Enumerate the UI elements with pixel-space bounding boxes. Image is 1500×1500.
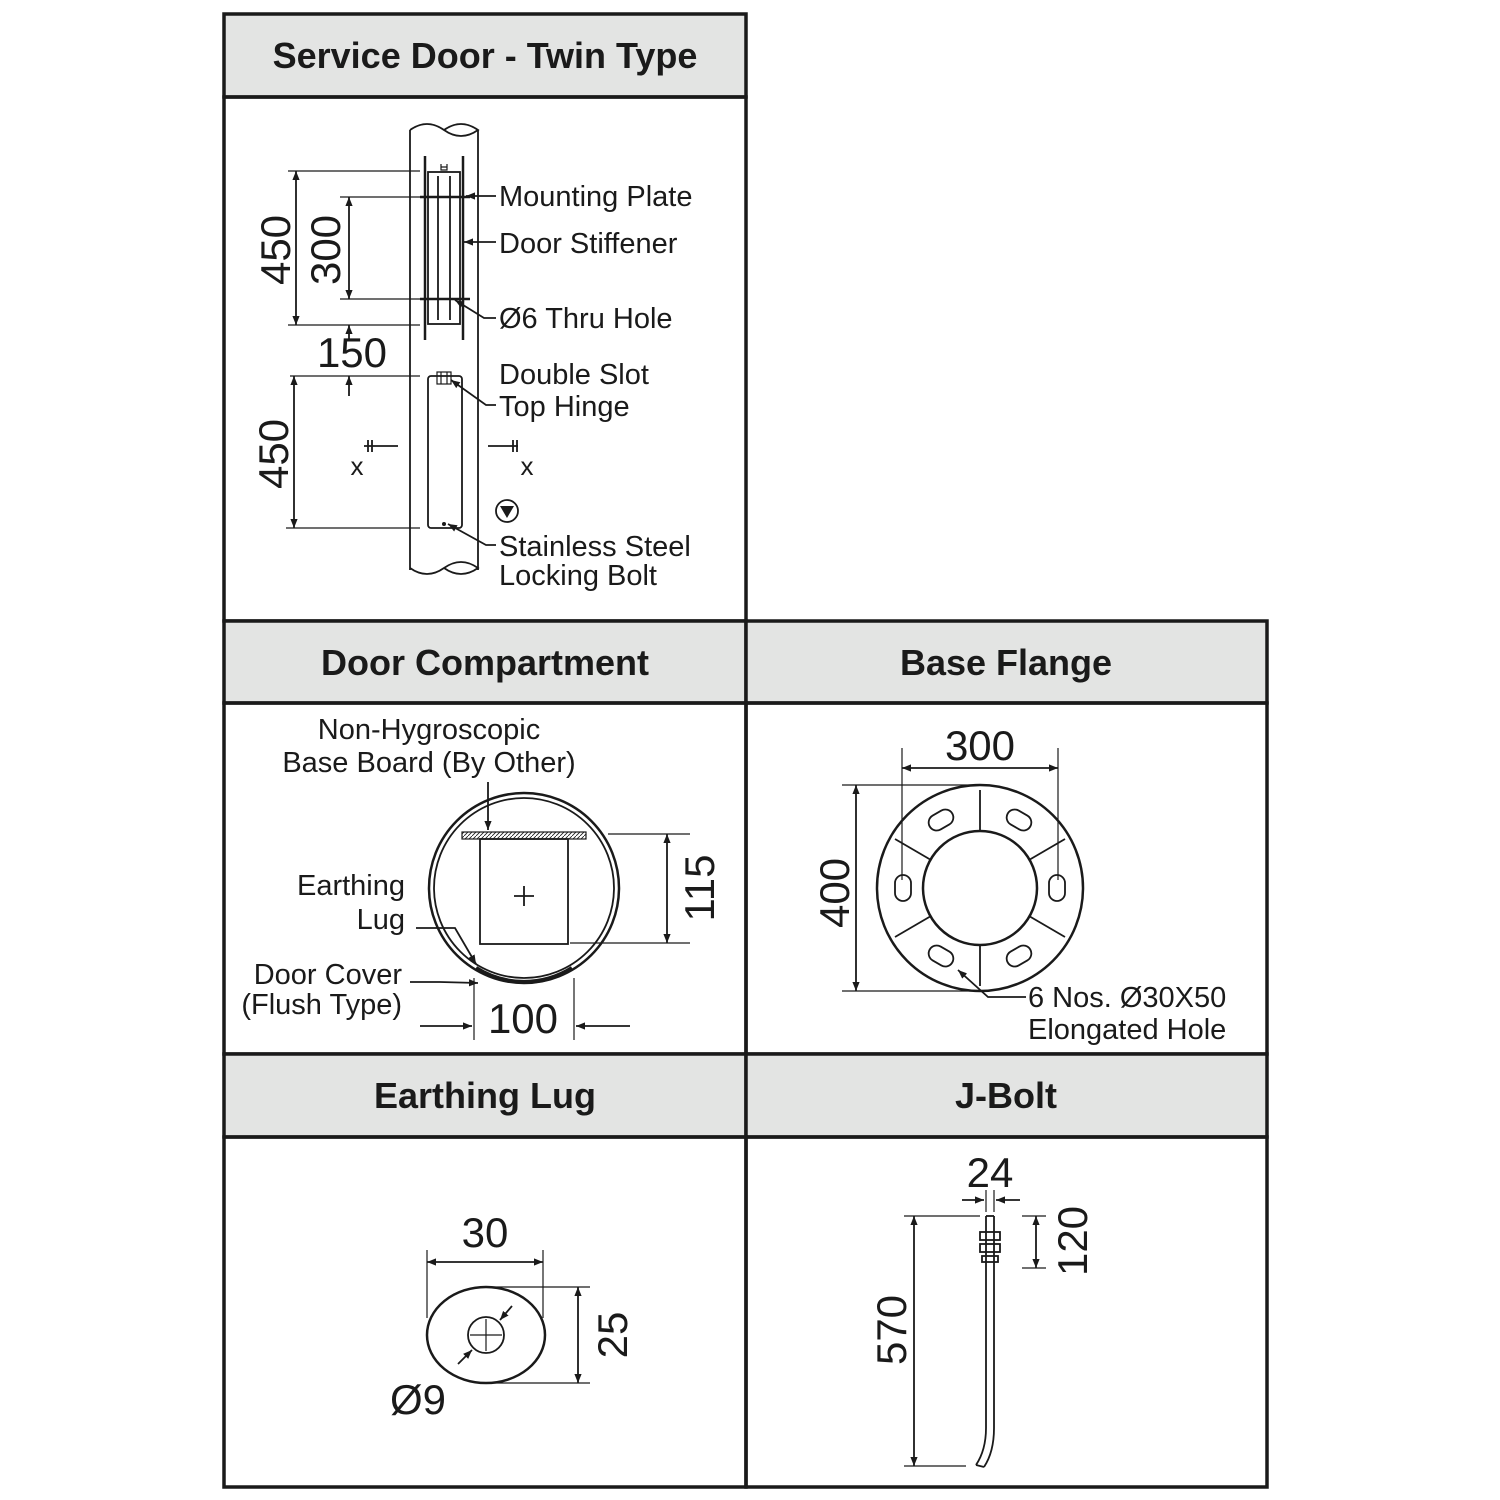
dim-bolt-thread-120: 120 (1049, 1206, 1096, 1276)
label-mounting-plate: Mounting Plate (499, 181, 692, 213)
dim-lug-hole-9: Ø9 (390, 1376, 446, 1423)
dim-hole-pcd-300: 300 (945, 722, 1015, 769)
door-compartment-drawing (410, 782, 690, 1040)
dim-height-115: 115 (676, 855, 723, 922)
j-bolt-drawing (904, 1190, 1046, 1468)
panel-frames (222, 12, 1269, 1489)
door-compartment-title: Door Compartment (321, 642, 649, 683)
dim-upper-300: 300 (302, 215, 349, 285)
label-baseboard-line2: Base Board (By Other) (282, 747, 575, 779)
label-holes-line1: 6 Nos. Ø30X50 (1028, 982, 1226, 1014)
label-door-stiffener: Door Stiffener (499, 228, 678, 260)
dim-bolt-diameter-24: 24 (967, 1149, 1014, 1196)
dim-lower-450: 450 (250, 419, 297, 489)
dim-gap-150: 150 (317, 329, 387, 376)
dim-lug-height-25: 25 (589, 1312, 636, 1359)
label-cover-line1: Door Cover (254, 959, 403, 991)
label-hinge-line2: Top Hinge (499, 391, 630, 423)
dim-lug-width-30: 30 (462, 1209, 509, 1256)
dim-upper-450: 450 (252, 215, 299, 285)
service-door-title: Service Door - Twin Type (273, 35, 698, 76)
label-holes-line2: Elongated Hole (1028, 1014, 1226, 1046)
service-door-drawing (286, 123, 519, 575)
earthing-lug-drawing (425, 1250, 590, 1385)
label-baseboard-line1: Non-Hygroscopic (318, 714, 540, 746)
label-bolt-line2: Locking Bolt (499, 560, 657, 592)
earthing-lug-title: Earthing Lug (374, 1075, 596, 1116)
dim-bolt-length-570: 570 (868, 1295, 915, 1365)
section-mark-right: x (521, 451, 534, 481)
label-lug-line2: Lug (357, 904, 405, 936)
section-mark-left: x (351, 451, 364, 481)
label-bolt-line1: Stainless Steel (499, 531, 691, 563)
label-cover-line2: (Flush Type) (241, 989, 402, 1021)
j-bolt-title: J-Bolt (955, 1075, 1057, 1116)
label-thru-hole: Ø6 Thru Hole (499, 303, 673, 335)
base-flange-title: Base Flange (900, 642, 1112, 683)
label-lug-line1: Earthing (297, 870, 405, 902)
label-hinge-line1: Double Slot (499, 359, 649, 391)
dim-outer-400: 400 (811, 858, 858, 928)
base-flange-drawing (842, 748, 1085, 998)
dim-width-100: 100 (488, 995, 558, 1042)
